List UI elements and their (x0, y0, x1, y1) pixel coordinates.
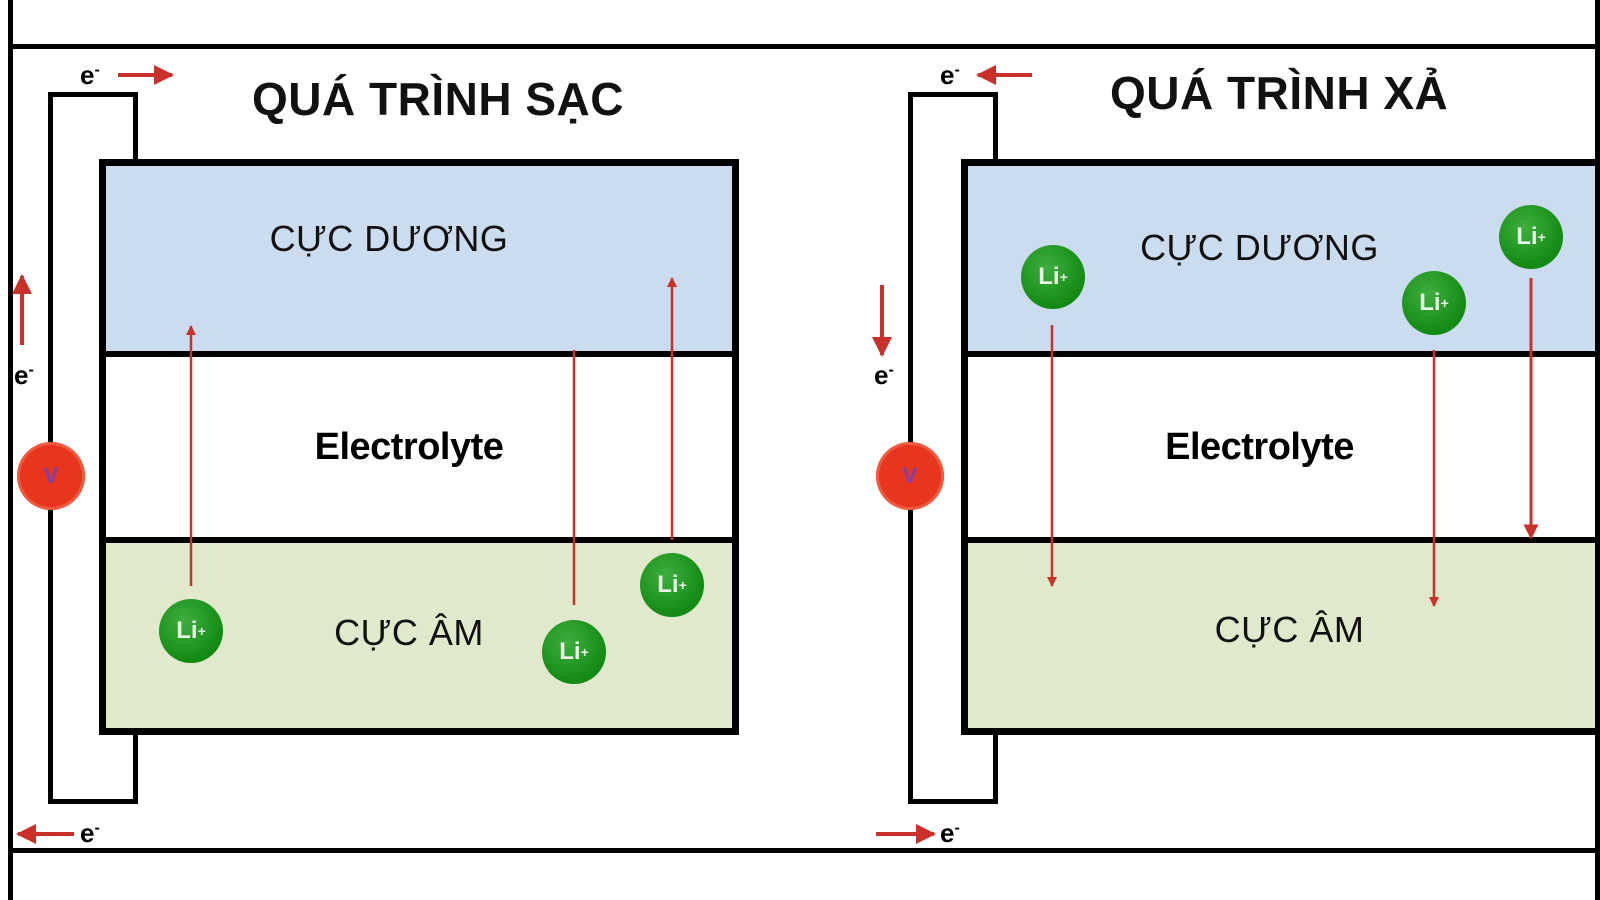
charging-divider-lower (102, 537, 736, 543)
discharging-voltmeter: V (876, 442, 944, 510)
charging-voltmeter-label: V (43, 463, 59, 488)
discharging-voltmeter-label: V (902, 463, 918, 488)
charging-li-ion-2: Li+ (542, 620, 606, 684)
discharging-divider-lower (964, 537, 1595, 543)
frame-top-line (10, 44, 1600, 49)
discharging-electrolyte: Electrolyte (964, 354, 1595, 540)
charging-electron-bottom: e- (80, 818, 100, 848)
discharging-li-ion-1: Li+ (1021, 245, 1085, 309)
charging-divider-upper (102, 351, 736, 357)
discharging-title: QUÁ TRÌNH XẢ (1110, 67, 1449, 119)
charging-voltmeter: V (17, 442, 85, 510)
discharging-electron-top: e- (940, 60, 960, 90)
charging-li-ion-1: Li+ (159, 599, 223, 663)
frame-left-line (8, 0, 13, 900)
frame-right-line (1595, 0, 1600, 900)
charging-electron-top: e- (80, 60, 100, 90)
discharging-positive-label: CỰC DƯƠNG (1140, 227, 1379, 268)
discharging-electron-bottom: e- (940, 818, 960, 848)
charging-positive-label: CỰC DƯƠNG (269, 218, 509, 259)
charging-title: QUÁ TRÌNH SẠC (252, 73, 624, 125)
charging-li-ion-3: Li+ (640, 553, 704, 617)
discharging-electrolyte-label: Electrolyte (1165, 425, 1354, 468)
charging-cell-outline (99, 159, 739, 735)
discharging-li-ion-2: Li+ (1402, 271, 1466, 335)
discharging-divider-upper (964, 351, 1595, 357)
charging-electrolyte: Electrolyte (102, 354, 736, 540)
charging-electrolyte-label: Electrolyte (314, 425, 504, 468)
charging-positive-electrode: CỰC DƯƠNG (102, 162, 736, 354)
charging-negative-label: CỰC ÂM (334, 612, 484, 653)
frame-bottom-line (10, 848, 1600, 853)
discharging-negative-label: CỰC ÂM (1214, 609, 1365, 650)
discharging-electron-side: e- (874, 360, 894, 390)
discharging-negative-electrode: CỰC ÂM (964, 540, 1595, 730)
discharging-li-ion-3: Li+ (1499, 205, 1563, 269)
charging-electron-side: e- (14, 360, 34, 390)
